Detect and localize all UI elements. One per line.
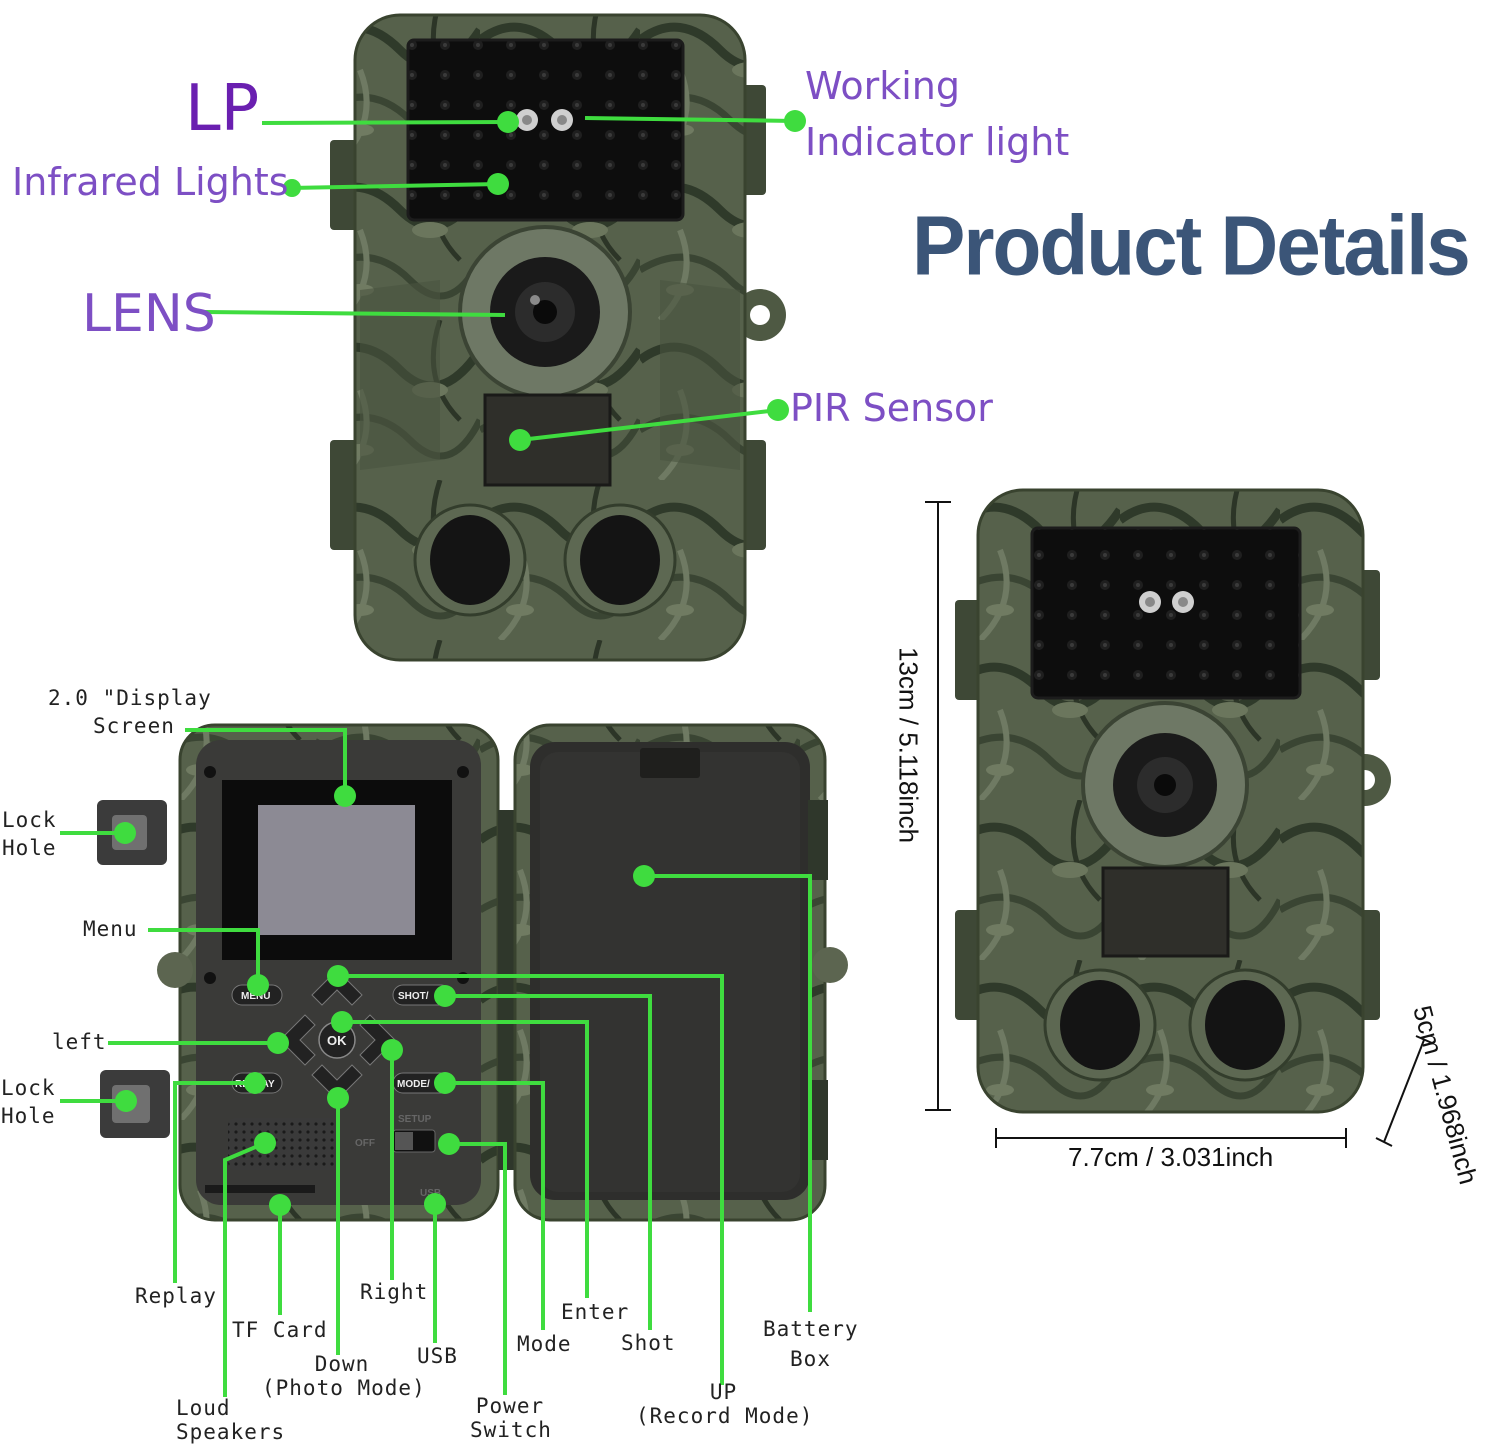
tf-card-label: TF Card bbox=[232, 1318, 328, 1342]
svg-text:SETUP: SETUP bbox=[398, 1114, 432, 1125]
svg-text:SHOT/: SHOT/ bbox=[398, 991, 429, 1002]
svg-text:USB: USB bbox=[420, 1188, 441, 1199]
working-indicator-label-line2: Indicator light bbox=[805, 120, 1070, 164]
enter-label: Enter bbox=[561, 1300, 630, 1324]
svg-text:MODE/: MODE/ bbox=[397, 1079, 430, 1090]
usb-label: USB bbox=[417, 1344, 458, 1368]
lp-label: LP bbox=[185, 72, 260, 146]
lock-hole-bottom-label: Lock Hole bbox=[1, 1076, 56, 1128]
left-label: left bbox=[52, 1030, 107, 1054]
replay-label: Replay bbox=[135, 1284, 217, 1308]
mode-label: Mode bbox=[517, 1332, 572, 1356]
menu-button-print: MENU bbox=[241, 991, 270, 1002]
lens-label: LENS bbox=[82, 284, 216, 344]
power-switch-label: Power Switch bbox=[470, 1394, 552, 1442]
right-label: Right bbox=[360, 1280, 429, 1304]
front-camera-image bbox=[330, 13, 786, 662]
down-label: Down (Photo Mode) bbox=[262, 1352, 426, 1400]
callout-lines bbox=[60, 116, 812, 1397]
loud-speakers-label: Loud Speakers bbox=[176, 1396, 286, 1444]
dimension-lines bbox=[925, 501, 1433, 1148]
svg-text:OFF: OFF bbox=[355, 1138, 375, 1149]
infrared-lights-label: Infrared Lights bbox=[12, 160, 289, 204]
working-indicator-label-line1: Working bbox=[805, 64, 960, 108]
menu-label: Menu bbox=[83, 917, 138, 941]
display-screen-label-line1: 2.0 "Display bbox=[48, 686, 212, 710]
side-camera-image bbox=[955, 488, 1391, 1114]
svg-text:OK: OK bbox=[327, 1033, 347, 1048]
callout-dots bbox=[114, 110, 806, 1216]
height-dimension-label: 13cm / 5.118inch bbox=[893, 646, 924, 844]
pir-sensor-label: PIR Sensor bbox=[790, 386, 993, 430]
battery-box-label: Battery Box bbox=[763, 1317, 859, 1371]
page-title: Product Details bbox=[912, 198, 1471, 293]
shot-label: Shot bbox=[621, 1331, 676, 1355]
lock-hole-top-label: Lock Hole bbox=[2, 808, 57, 860]
display-screen-label-line2: Screen bbox=[93, 714, 175, 738]
width-dimension-label: 7.7cm / 3.031inch bbox=[1068, 1142, 1274, 1172]
up-label: UP (Record Mode) bbox=[636, 1380, 814, 1428]
